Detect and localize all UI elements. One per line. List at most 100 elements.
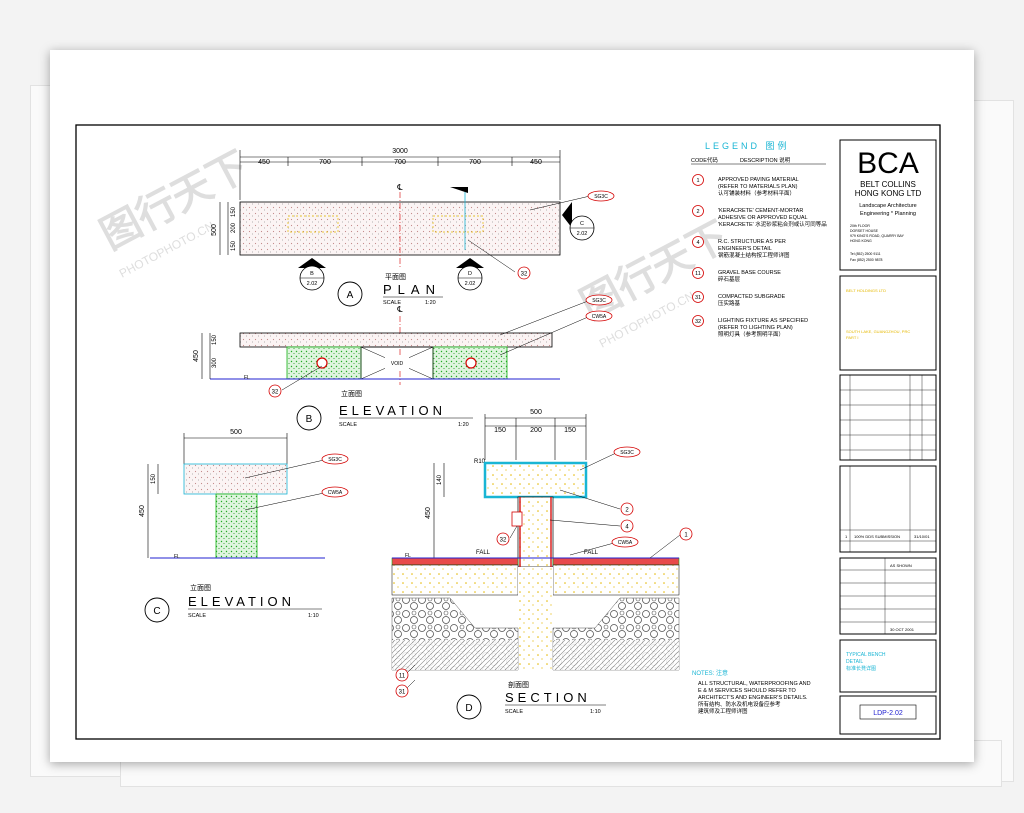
svg-text:SG3C: SG3C [328,457,342,463]
legend-code-circle [692,315,704,327]
svg-text:1:10: 1:10 [308,613,319,619]
legend-desc-line: 碎石基层 [718,275,741,283]
svg-text:1: 1 [684,533,688,539]
legend-code: 2 [696,209,699,215]
elev-b-dim-1: 150 [212,334,218,345]
plan-label-cn: 平面图 [385,273,406,281]
plan-dim-total: 3000 [392,148,408,155]
svg-text:31: 31 [399,690,406,696]
ref-c: C 2.02 [562,202,595,241]
plan-dim-side-1: 150 [231,206,237,217]
elev-c-dim-top: 500 [230,429,242,436]
address-line: HONG KONG [850,239,872,243]
legend-desc-line: 照明灯具（参考照明平面） [718,330,784,338]
drawing-title-2: DETAIL [846,659,863,665]
notes-line: ALL STRUCTURAL, WATERPROOFING AND [698,681,811,687]
address-line: DORSET HOUSE [850,229,879,233]
svg-text:CW5A: CW5A [328,490,343,496]
legend-desc-line: (REFER TO MATERIALS PLAN) [718,184,798,190]
svg-text:32: 32 [500,538,507,544]
legend-code: 31 [695,295,701,301]
plan-dim-1: 450 [258,159,270,166]
plan-dim-4: 700 [469,159,481,166]
legend-desc-line: R.C. STRUCTURE AS PER [718,239,786,245]
svg-text:32: 32 [272,390,279,396]
elev-b-dim-total: 450 [193,350,200,362]
plan-scale: 1:20 [425,300,436,306]
notes-line: 所有结构、防水及机电设备应参考 [698,700,781,708]
legend-title: LEGEND 图例 [705,140,790,151]
elev-c-label-title: ELEVATION [188,594,295,609]
svg-text:11: 11 [399,674,406,680]
section-d-view: 500 150 200 150 R10 450 140 32 FL FALL [391,409,693,720]
sec-fall-right: FALL [584,550,599,556]
rev-no: 1 [845,534,848,539]
legend-code-circle [692,267,704,279]
notes-line: E & M SERVICES SHOULD REFER TO [698,688,797,694]
legend-desc-line: ENGINEER'S DETAIL [718,246,772,252]
title-block: BCA BELT COLLINS HONG KONG LTD Landscape… [839,139,937,735]
elev-b-tag-cw: CW5A [592,314,607,320]
svg-text:SCALE: SCALE [505,709,523,715]
sec-dim-side-total: 450 [425,507,432,519]
legend-desc-line: APPROVED PAVING MATERIAL [718,177,799,183]
elev-b-label-cn: 立面图 [341,389,362,398]
svg-text:2: 2 [625,508,629,514]
legend-code-circle [692,174,704,186]
legend-desc-line: 认可铺装材料（参考材料平面） [718,189,795,197]
elev-b-dim-2: 300 [212,357,218,368]
address-line: 20th FLOOR [850,224,870,228]
sec-label-cn: 剖面图 [508,680,529,689]
notes-title: NOTES: 注意 [692,669,728,677]
svg-text:1:20: 1:20 [458,422,469,428]
company-line-1: BELT COLLINS [860,180,916,189]
elev-b-label-letter: B [306,414,313,425]
plan-view: 3000 450 700 700 700 450 ℄ 500 150 200 1… [211,148,615,307]
tagline-2: Engineering * Planning [860,211,916,217]
fax: Fax (852) 2500 9878 [850,258,883,262]
svg-text:SCALE: SCALE [339,422,357,428]
sec-dim-side-part: 140 [437,474,443,485]
legend-desc-line: (REFER TO LIGHTING PLAN) [718,325,793,331]
svg-text:SCALE: SCALE [188,613,206,619]
legend-rows: 1 APPROVED PAVING MATERIAL(REFER TO MATER… [692,174,827,338]
svg-text:℄: ℄ [396,305,403,314]
legend-desc-line: 压实路基 [718,299,741,307]
legend-code: 32 [695,319,701,325]
svg-text:FL: FL [174,554,180,560]
elev-b-void: VOID [391,361,404,367]
elev-b-tag-sg: SG3C [592,298,606,304]
svg-text:FL: FL [405,553,411,559]
legend-code: 4 [696,240,699,246]
client-line: BELT HOLDINGS LTD [846,288,886,293]
legend-code: 11 [695,271,701,277]
legend-code-circle [692,291,704,303]
legend-code: 1 [696,178,699,184]
drawing-title-1: TYPICAL BENCH [846,652,886,658]
legend-col-desc: DESCRIPTION 说明 [740,156,791,164]
sec-dim-top: 500 [530,409,542,416]
legend-desc-line: ADHESIVE OR APPROVED EQUAL [718,215,808,221]
elev-b-label-title: ELEVATION [339,403,446,418]
project-line-2: PART I [846,335,858,340]
svg-text:CW5A: CW5A [618,540,633,546]
plan-dim-side-2: 200 [231,222,237,233]
legend-desc-line: 钢筋混凝土结构按工程师详图 [718,251,790,259]
drawing-title-3: 标准长凳详图 [846,665,876,672]
elev-c-dim-total: 450 [139,505,146,517]
project-line-1: SOUTH LAKE, GUANGZHOU, PRC [846,329,910,334]
plan-dim-side-3: 150 [231,240,237,251]
plan-dim-5: 450 [530,159,542,166]
legend-desc-line: LIGHTING FIXTURE AS SPECIFIED [718,318,808,324]
elev-c-dim-part: 150 [151,473,157,484]
plan-label-letter: A [347,290,354,301]
sec-dim-2: 200 [530,427,542,434]
date-value: 30 OCT 2001 [890,627,915,632]
legend-desc-line: 'KERACRETE' CEMENT-MORTAR [718,208,803,214]
plan-tag-sg: SG3C [594,194,608,200]
sec-dim-1: 150 [494,427,506,434]
plan-scale-label: SCALE [383,300,401,306]
